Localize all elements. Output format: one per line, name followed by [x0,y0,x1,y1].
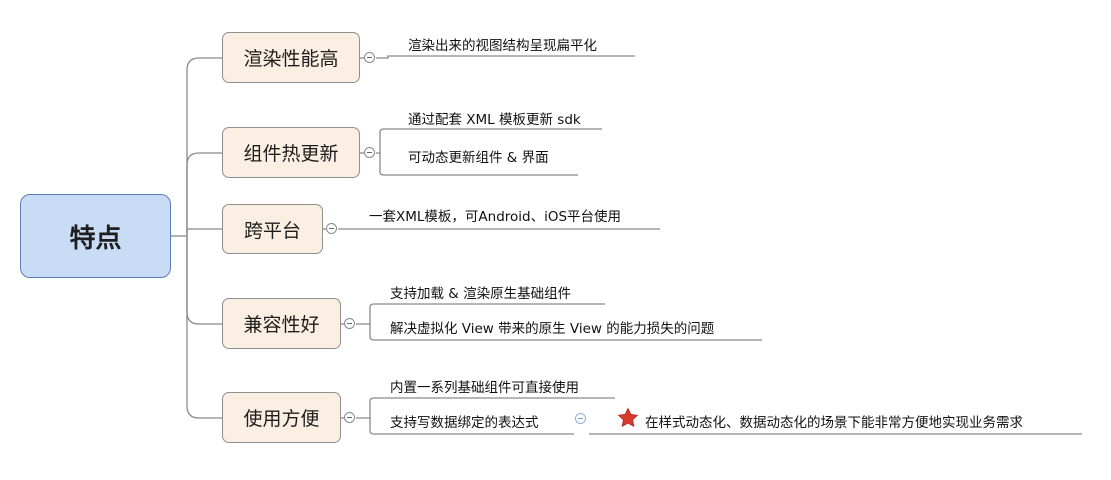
topic-label: 跨平台 [243,219,301,242]
branch-3 [186,228,222,236]
root-label: 特点 [69,223,122,254]
leaf-line-4-2 [369,324,762,341]
topic-ease-of-use[interactable]: 使用方便 [222,392,341,443]
topic-compatibility[interactable]: 兼容性好 [222,298,341,349]
leaf-line-2-1 [376,128,602,154]
collapse-toggle-icon[interactable] [364,52,375,63]
leaf-4-2[interactable]: 解决虚拟化 View 带来的原生 View 的能力损失的问题 [390,321,715,337]
root-node[interactable]: 特点 [20,194,171,278]
branch-4 [186,236,222,325]
leaf-2-2[interactable]: 可动态更新组件 & 界面 [408,150,549,166]
topic-label: 组件热更新 [243,143,339,165]
topic-label: 渲染性能高 [243,48,339,70]
collapse-toggle-icon[interactable] [344,412,355,423]
subnote-text[interactable]: 在样式动态化、数据动态化的场景下能非常方便地实现业务需求 [645,415,1023,431]
leaf-line-5-1 [356,397,615,419]
leaf-line-5-2 [369,418,574,435]
branch-2 [186,152,222,236]
leaf-3-1[interactable]: 一套XML模板，可Android、iOS平台使用 [369,209,622,225]
topic-rendering-performance[interactable]: 渲染性能高 [222,32,360,83]
topic-label: 兼容性好 [243,314,320,336]
collapse-toggle-icon[interactable] [344,318,355,329]
leaf-4-1[interactable]: 支持加载 & 渲染原生基础组件 [390,286,572,302]
collapse-toggle-icon[interactable] [364,147,375,158]
leaf-1-1[interactable]: 渲染出来的视图结构呈现扁平化 [408,38,597,54]
collapse-toggle-icon[interactable] [575,413,586,424]
topic-cross-platform[interactable]: 跨平台 [222,204,323,254]
collapse-toggle-icon[interactable] [326,223,337,234]
leaf-5-1[interactable]: 内置一系列基础组件可直接使用 [390,380,579,396]
topic-label: 使用方便 [243,408,320,430]
leaf-line-1-1 [376,55,635,59]
topic-hot-update[interactable]: 组件热更新 [222,127,360,178]
leaf-line-4-1 [356,303,605,325]
leaf-5-2[interactable]: 支持写数据绑定的表达式 [390,415,539,431]
leaf-line-2-2 [379,153,578,176]
star-icon [617,407,639,428]
branch-1 [186,57,222,236]
branch-5 [186,236,222,419]
leaf-2-1[interactable]: 通过配套 XML 模板更新 sdk [408,112,581,128]
